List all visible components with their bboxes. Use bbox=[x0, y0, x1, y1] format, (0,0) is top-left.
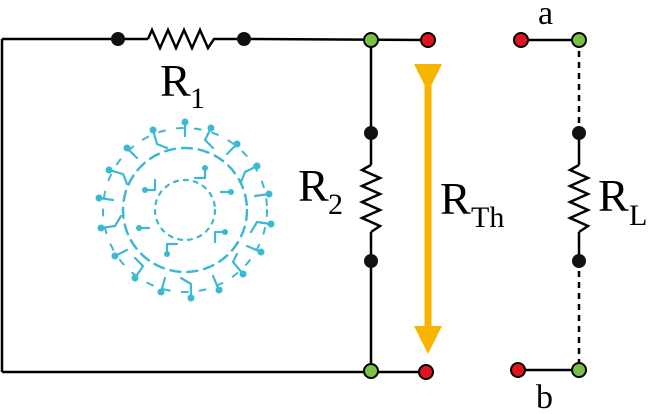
terminal-b-red bbox=[510, 362, 526, 378]
rth-label-main: R bbox=[440, 173, 471, 224]
r2-label-sub: 2 bbox=[328, 188, 343, 221]
load-circuit bbox=[518, 38, 592, 372]
node-r2-top bbox=[364, 126, 378, 140]
node-r1-left bbox=[111, 32, 125, 46]
r2-resistor bbox=[358, 163, 384, 234]
terminal-b-label: b bbox=[536, 379, 553, 414]
wire-top-right bbox=[243, 37, 427, 42]
rth-label: R Th bbox=[440, 173, 504, 234]
r1-label-main: R bbox=[160, 55, 191, 106]
terminal-a-red bbox=[513, 32, 529, 48]
r2-label-main: R bbox=[298, 160, 329, 211]
rl-label-sub: L bbox=[629, 199, 647, 232]
node-r2-bottom bbox=[364, 254, 378, 268]
terminal-outer-bottom bbox=[418, 364, 434, 380]
rl-label-main: R bbox=[598, 170, 629, 221]
r1-label: R 1 bbox=[160, 55, 205, 115]
node-rl-bottom bbox=[572, 254, 586, 268]
nodes bbox=[111, 32, 586, 268]
rl-label: R L bbox=[598, 170, 647, 232]
rl-resistor bbox=[566, 163, 592, 234]
r1-label-sub: 1 bbox=[190, 82, 205, 115]
rth-label-sub: Th bbox=[471, 201, 504, 234]
r1-resistor bbox=[146, 26, 244, 52]
terminal-b-green bbox=[571, 362, 587, 378]
node-rl-top bbox=[572, 126, 586, 140]
terminal-outer-top bbox=[420, 32, 436, 48]
left-circuit bbox=[0, 26, 427, 374]
terminal-inner-bottom bbox=[363, 363, 379, 379]
terminal-a-label: a bbox=[538, 0, 553, 32]
r2-label: R 2 bbox=[298, 160, 343, 221]
terminals bbox=[363, 32, 587, 380]
terminal-a-green bbox=[571, 32, 587, 48]
circuit-gear-logo-icon bbox=[95, 118, 275, 302]
node-r1-right bbox=[237, 32, 251, 46]
terminal-inner-top bbox=[363, 32, 379, 48]
